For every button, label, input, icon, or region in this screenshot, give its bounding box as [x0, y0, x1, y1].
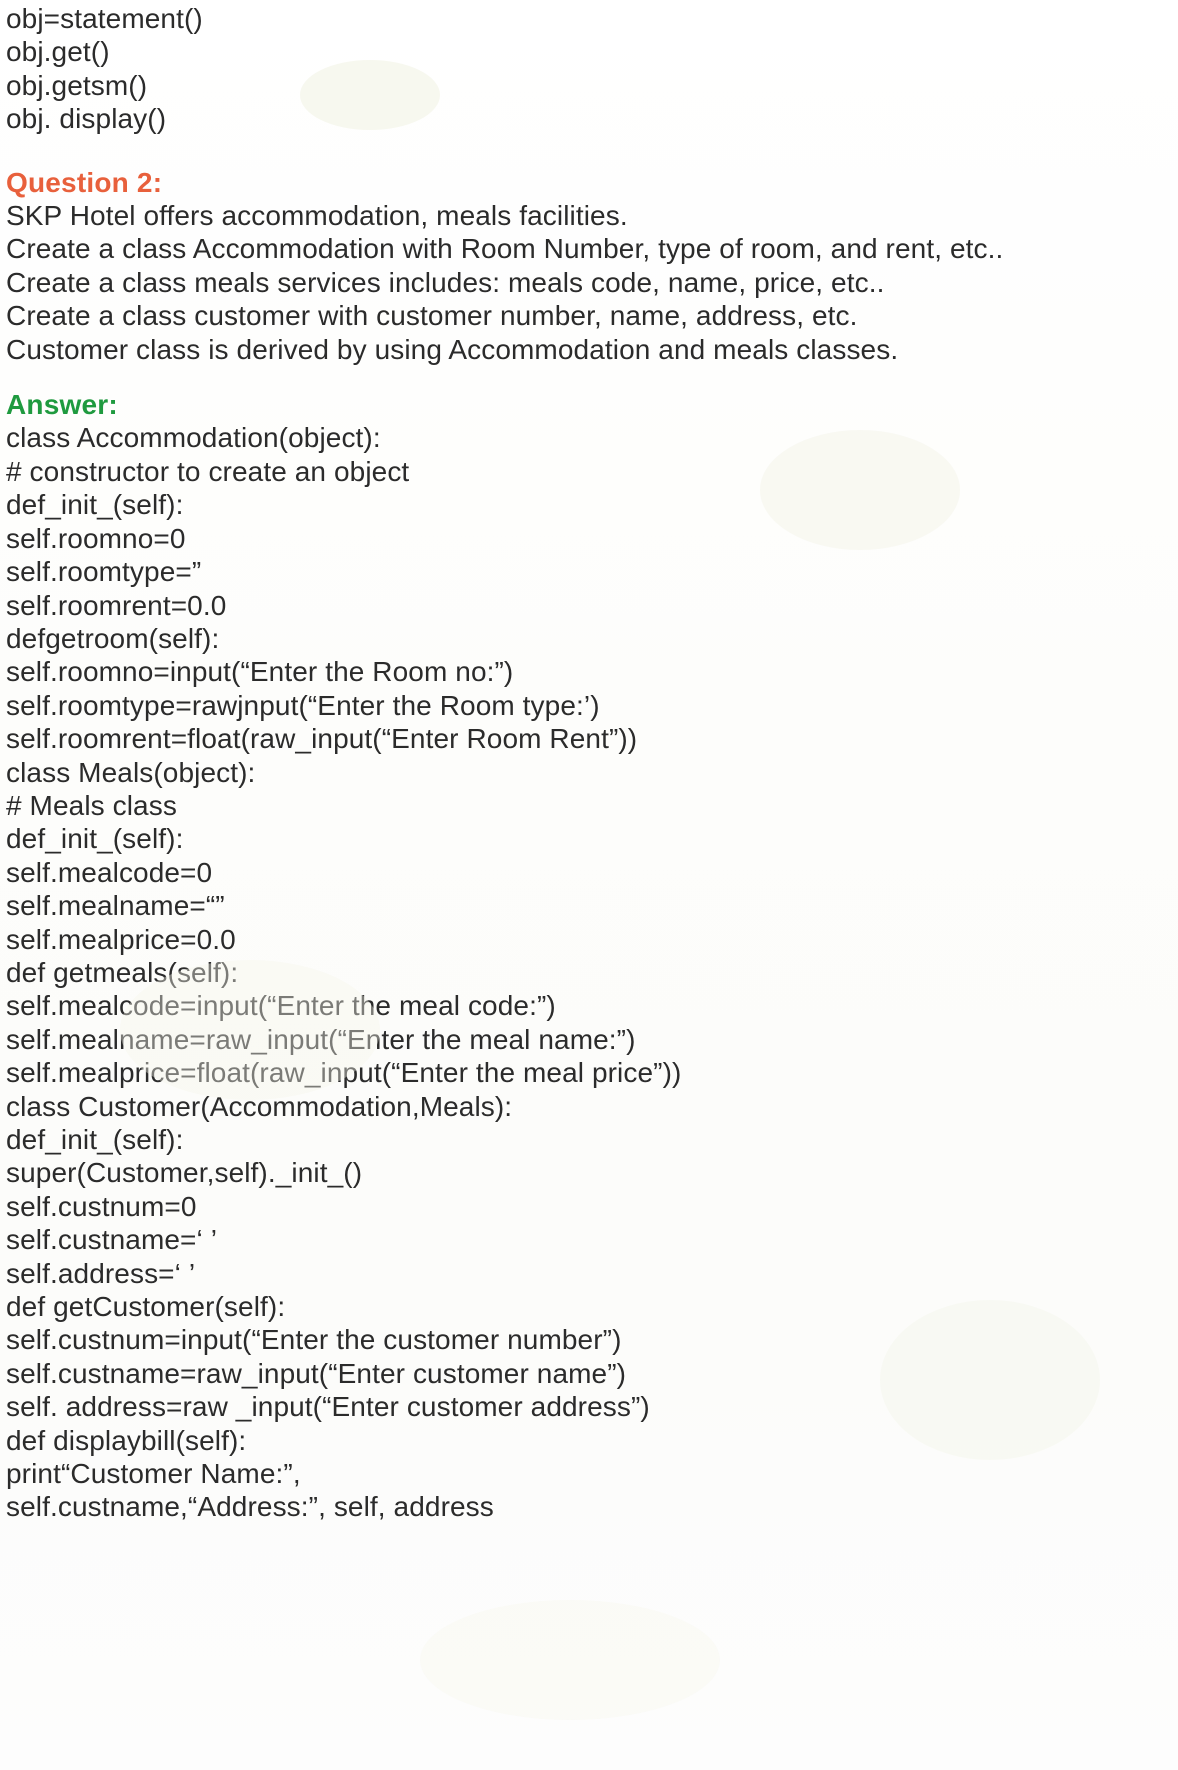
scan-artifact	[420, 1600, 720, 1720]
code-line: super(Customer,self)._init_()	[6, 1157, 363, 1189]
section-gap	[6, 136, 1168, 166]
code-line: def_init_(self):	[6, 1124, 184, 1155]
code-line: self. address=raw _input(“Enter customer…	[6, 1391, 650, 1423]
code-line: def getCustomer(self):	[6, 1291, 286, 1323]
code-line: self.mealname=“”	[6, 890, 225, 922]
code-line: print“Customer Name:”,	[6, 1458, 301, 1490]
question-line: SKP Hotel offers accommodation, meals fa…	[6, 200, 628, 232]
question-line: Create a class meals services includes: …	[6, 266, 885, 298]
top-code-block: obj=statement() obj.get() obj.getsm() ob…	[6, 2, 1168, 136]
document-body: obj=statement() obj.get() obj.getsm() ob…	[6, 0, 1168, 1524]
code-line: self.address=‘ ’	[6, 1257, 196, 1289]
code-line: self.custnum=0	[6, 1190, 197, 1222]
code-line: def_init_(self):	[6, 823, 184, 855]
code-line: self.roomrent=float(raw_input(“Enter Roo…	[6, 723, 638, 755]
code-line: self.mealprice=float(raw_input(“Enter th…	[6, 1057, 682, 1089]
answer-code-block: class Accommodation(object): # construct…	[6, 421, 1168, 1523]
answer-heading: Answer:	[6, 389, 118, 421]
code-line: # constructor to create an object	[6, 455, 410, 487]
code-line: self.custname=‘ ’	[6, 1224, 218, 1256]
code-line: defgetroom(self):	[6, 622, 220, 654]
code-line: class Meals(object):	[6, 756, 256, 788]
code-line: obj.getsm()	[6, 69, 148, 101]
question-line: Customer class is derived by using Accom…	[6, 333, 899, 365]
code-line: self.custname,“Address:”, self, address	[6, 1491, 494, 1523]
code-line: def_init_(self):	[6, 489, 184, 521]
code-line: obj. display()	[6, 103, 167, 135]
code-line: def displaybill(self):	[6, 1424, 247, 1456]
code-line: self.mealcode=0	[6, 856, 213, 888]
code-line: self.roomno=0	[6, 522, 186, 554]
question-line: Create a class customer with customer nu…	[6, 300, 858, 332]
code-line: self.roomno=input(“Enter the Room no:”)	[6, 656, 514, 688]
code-line: obj=statement()	[6, 3, 203, 34]
code-line: class Accommodation(object):	[6, 422, 381, 454]
question-text-block: SKP Hotel offers accommodation, meals fa…	[6, 199, 1168, 366]
code-line: self.roomtype=”	[6, 556, 202, 588]
code-line: self.custnum=input(“Enter the customer n…	[6, 1324, 622, 1356]
code-line: class Customer(Accommodation,Meals):	[6, 1090, 513, 1122]
code-line: # Meals class	[6, 789, 177, 821]
question-line: Create a class Accommodation with Room N…	[6, 233, 1004, 265]
question-heading: Question 2:	[6, 166, 163, 198]
code-line: self.mealprice=0.0	[6, 923, 236, 955]
code-line: self.roomtype=rawjnput(“Enter the Room t…	[6, 689, 600, 721]
code-line: self.roomrent=0.0	[6, 589, 227, 621]
code-line: def getmeals(self):	[6, 956, 239, 988]
section-gap	[6, 366, 1168, 388]
code-line: obj.get()	[6, 36, 110, 68]
code-line: self.mealcode=input(“Enter the meal code…	[6, 990, 556, 1022]
code-line: self.mealname=raw_input(“Enter the meal …	[6, 1023, 636, 1055]
code-line: self.custname=raw_input(“Enter customer …	[6, 1357, 627, 1389]
